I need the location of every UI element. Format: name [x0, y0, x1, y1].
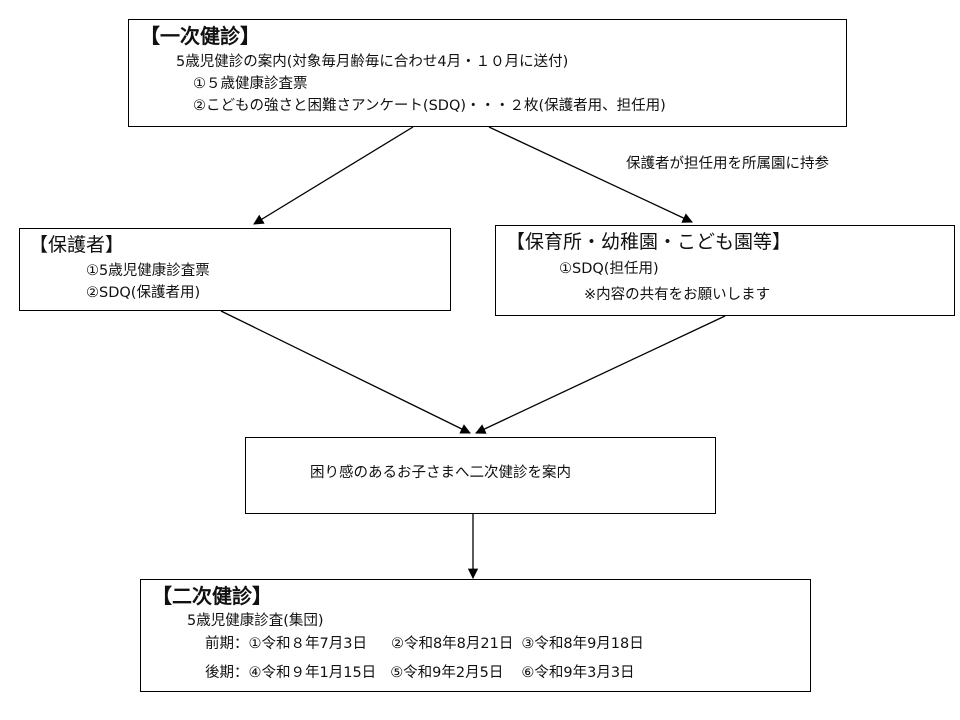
schedule-date: ⑥令和9年3月3日: [521, 665, 635, 681]
school-title: 【保育所・幼稚園・こども園等】: [506, 231, 792, 253]
arrow-primary-to-guardian: [253, 126, 414, 225]
schedule-date: ④令和９年1月15日: [248, 665, 377, 681]
primary-checkup-title: 【一次健診】: [140, 24, 260, 48]
secondary-checkup-box: [140, 579, 811, 692]
edge-note-bring-to-school: 保護者が担任用を所属園に持参: [626, 156, 829, 172]
arrow-primary-to-school: [488, 126, 693, 223]
secondary-invitation-box: [245, 437, 716, 514]
primary-checkup-notice: 5歳児健診の案内(対象毎月齢毎に合わせ4月・１０月に送付): [176, 54, 569, 70]
schedule-date: ②令和8年8月21日: [390, 636, 514, 652]
arrow-school-to-middle: [475, 315, 726, 434]
second-half-label: 後期：: [205, 665, 249, 681]
first-half-schedule: 前期：①令和８年7月3日 ②令和8年8月21日 ③令和8年9月18日: [205, 637, 644, 652]
secondary-invitation-text: 困り感のあるお子さまへ二次健診を案内: [310, 465, 571, 481]
secondary-checkup-subtitle: 5歳児健康診査(集団): [187, 613, 324, 629]
school-note: ※内容の共有をお願いします: [584, 287, 771, 303]
schedule-date: ①令和８年7月3日: [248, 636, 367, 652]
schedule-date: ⑤令和9年2月5日: [390, 665, 504, 681]
school-box: [495, 225, 955, 316]
guardian-item-2: ②SDQ(保護者用): [86, 285, 201, 301]
arrow-guardian-to-middle: [220, 310, 471, 434]
second-half-schedule: 後期：④令和９年1月15日 ⑤令和9年2月5日 ⑥令和9年3月3日: [205, 666, 635, 681]
schedule-date: ③令和8年9月18日: [521, 636, 644, 652]
guardian-title: 【保護者】: [29, 234, 125, 256]
school-item-1: ①SDQ(担任用): [559, 261, 659, 277]
guardian-item-1: ①5歳児健康診査票: [86, 263, 210, 279]
first-half-label: 前期：: [205, 636, 249, 652]
primary-checkup-box: [128, 19, 847, 127]
guardian-box: [19, 228, 451, 311]
secondary-checkup-title: 【二次健診】: [152, 584, 272, 608]
primary-checkup-item-2: ②こどもの強さと困難さアンケート(SDQ)・・・２枚(保護者用、担任用): [193, 98, 666, 114]
primary-checkup-item-1: ①５歳健康診査票: [193, 76, 308, 92]
